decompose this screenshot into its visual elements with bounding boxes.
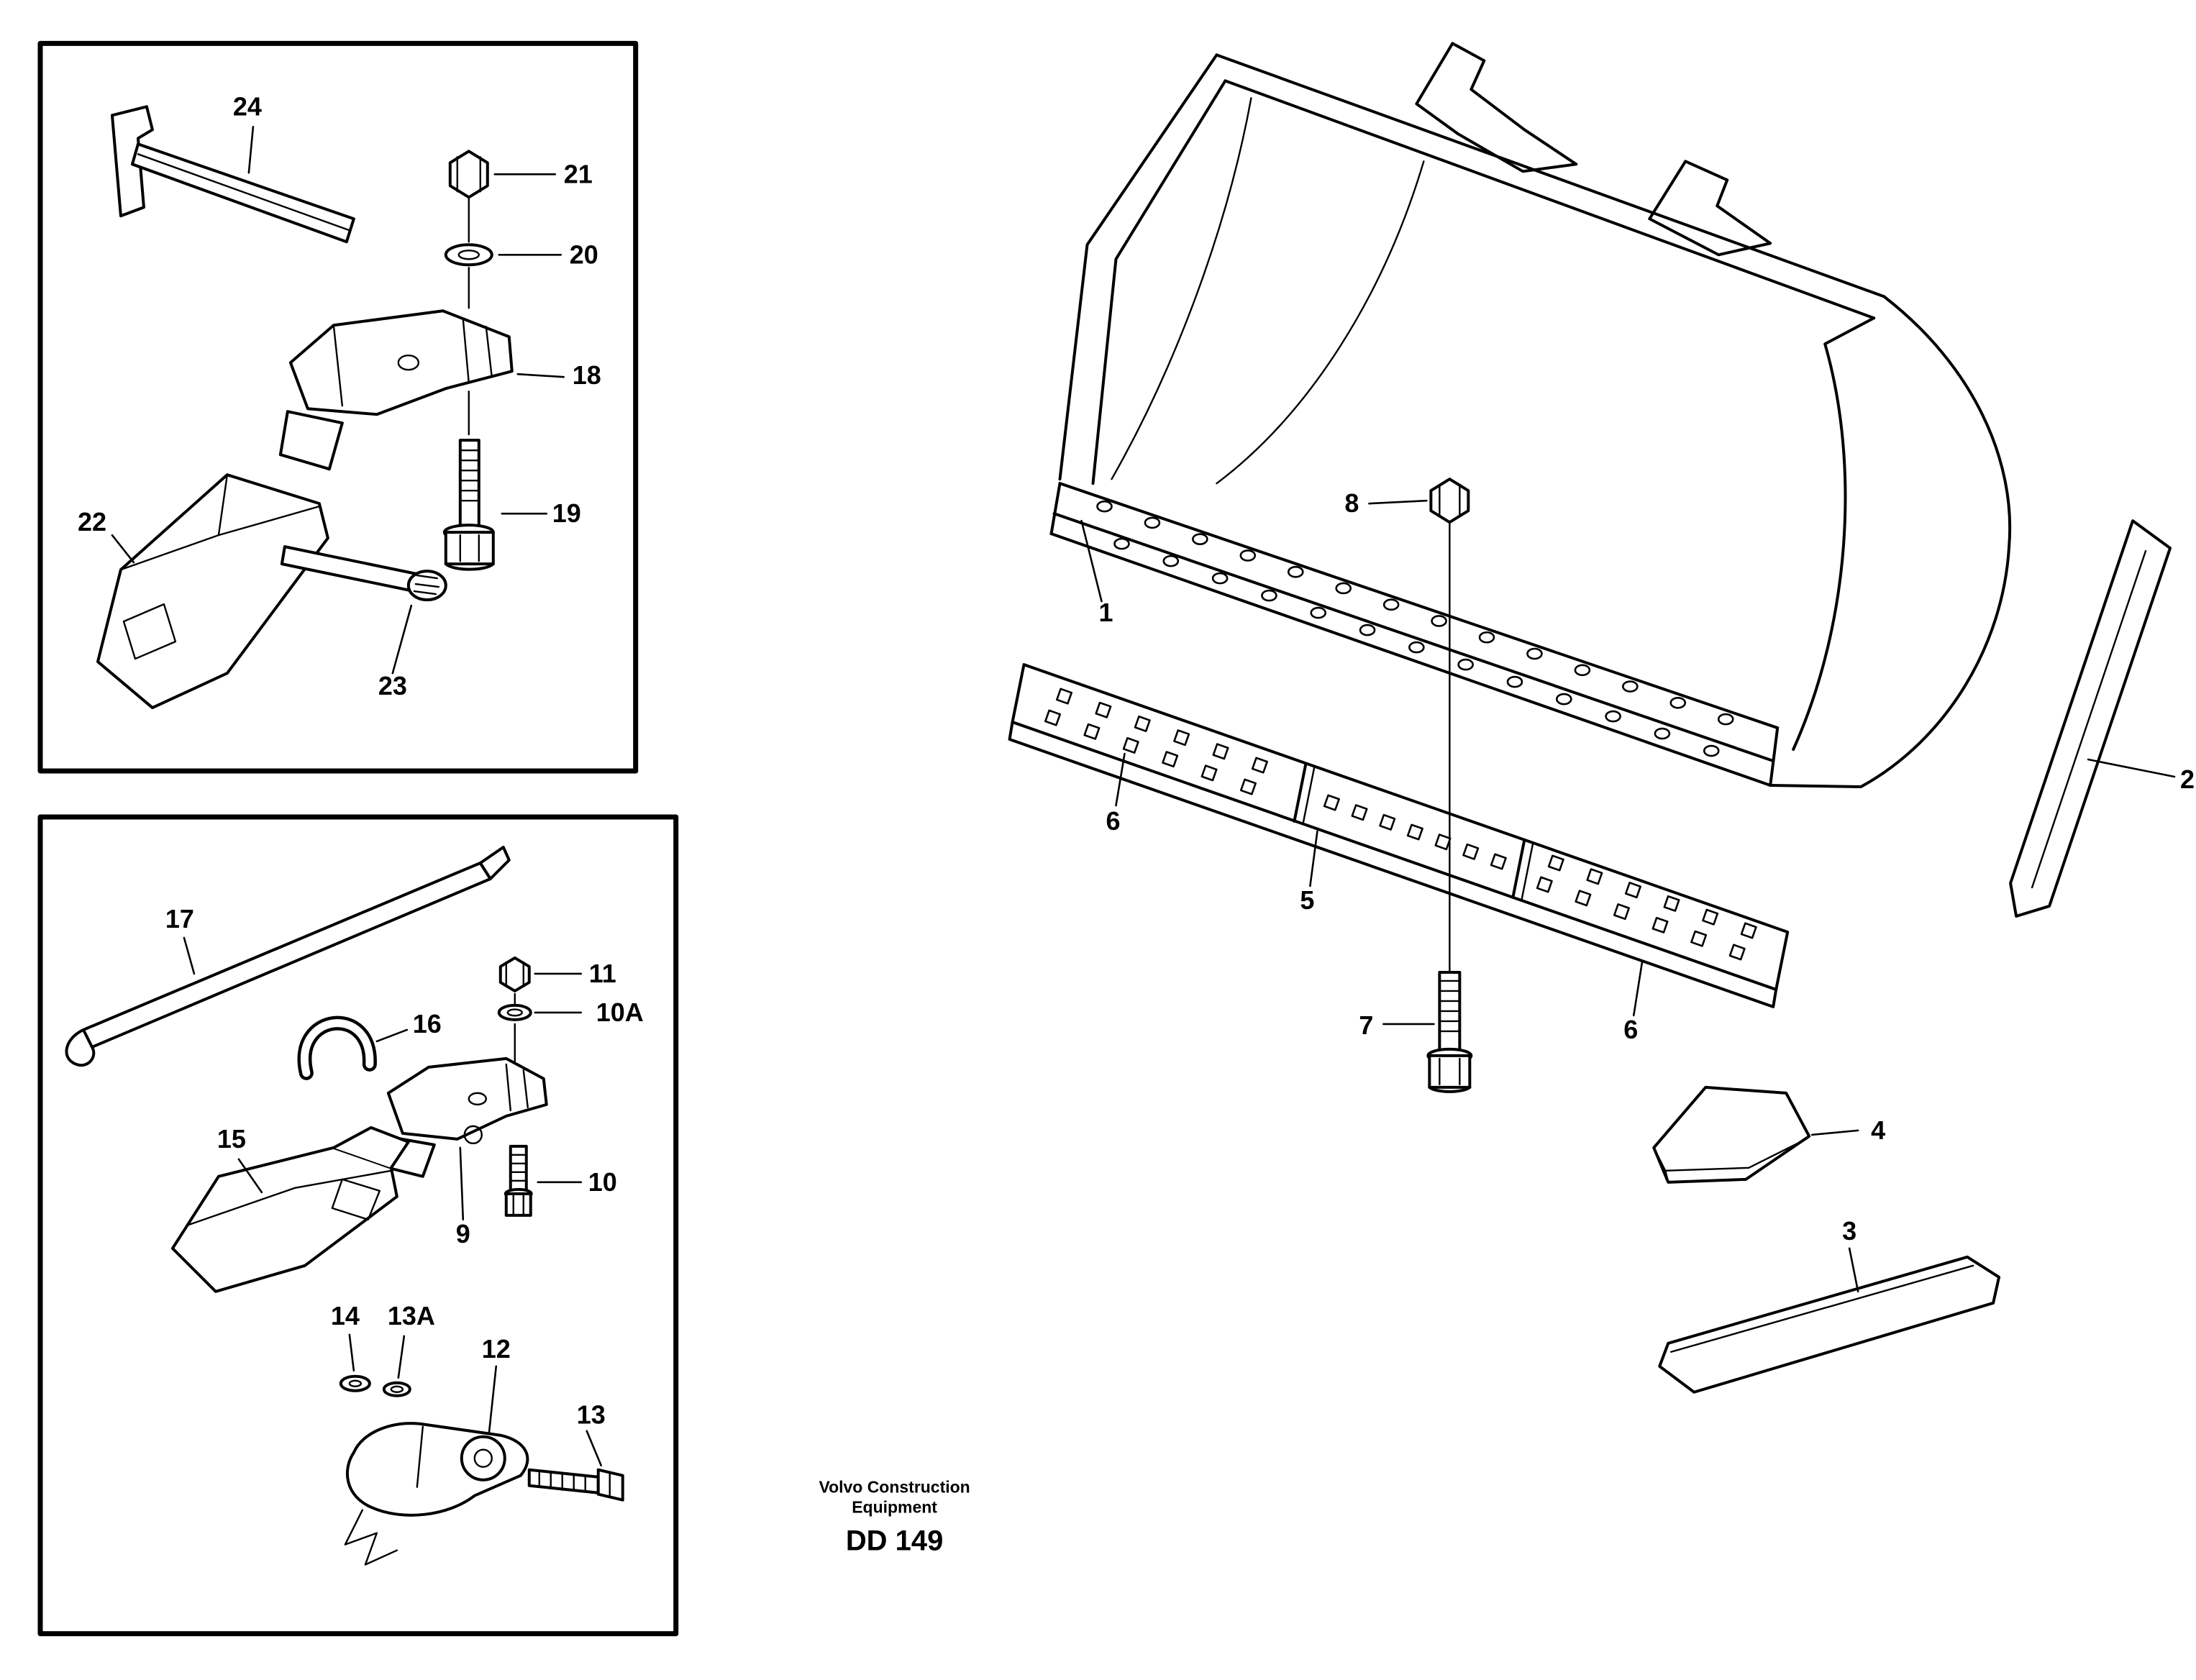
callout-2: 2 [2180,764,2195,794]
part-20-washer [444,198,493,309]
part-21-nut [448,150,489,199]
callout-20: 20 [570,239,598,269]
brand-line2: Equipment [852,1498,937,1517]
callout-11: 11 [589,959,616,988]
part-4-corner-shroud [1652,1085,1811,1184]
callout-5: 5 [1300,885,1314,915]
callout-22: 22 [78,507,106,537]
callout-15: 15 [217,1124,246,1154]
leader-lines [111,126,2176,1467]
inset-box-2-border [37,814,679,1637]
drawing-code: DD 149 [846,1525,944,1557]
part-8-nut [1429,478,1470,524]
cutting-edge-holes-row1 [1096,500,1734,726]
callout-10: 10 [588,1167,617,1197]
inset-box-2 [37,814,679,1637]
callout-10a: 10A [596,998,644,1027]
brand-line1: Volvo Construction [819,1478,970,1497]
inset-box-1-border [37,40,639,774]
callout-3: 3 [1842,1216,1856,1246]
bucket-assembly [1049,42,2012,789]
callout-16: 16 [413,1009,442,1038]
part-12-adapter [344,1422,529,1566]
title-block: Volvo Construction Equipment DD 149 [819,1478,970,1557]
part-13a-washer [382,1381,411,1397]
part-11-nut [498,956,531,992]
callout-labels: 1 2 3 4 5 6 6 7 8 9 10 10A 11 12 13 13A … [78,91,2195,1429]
part-2-side-edge [2009,519,2172,918]
part-14-washer [339,1374,371,1392]
callout-18: 18 [573,360,601,390]
callout-17: 17 [165,904,194,933]
part-22-tooth [96,473,329,710]
segment-right-holes-row2 [1536,876,1746,961]
callout-6-right: 6 [1623,1015,1638,1044]
callout-1: 1 [1098,598,1113,627]
callout-13: 13 [577,1400,606,1430]
segment-left-holes-row1 [1056,688,1268,774]
callout-23: 23 [378,671,407,700]
bucket-bracket-left [1415,42,1578,173]
part-13-bolt [527,1468,624,1502]
callout-12: 12 [482,1334,511,1364]
part-15-tooth [170,1126,410,1293]
callout-4: 4 [1871,1115,1885,1145]
callout-9: 9 [456,1219,470,1248]
part-23-pin [280,545,447,602]
segment-center-holes [1323,794,1507,870]
callout-8: 8 [1344,488,1359,518]
part-18-adapter [278,309,514,471]
part-19-bolt [442,391,495,571]
part-24-pry-tool [110,105,355,244]
part-7-bolt [1426,970,1473,1093]
inset-box-1 [37,40,639,774]
callout-6-left: 6 [1106,806,1120,836]
callout-7: 7 [1359,1010,1373,1040]
callout-19: 19 [552,498,581,528]
part-10a-washer [497,992,532,1063]
callout-14: 14 [331,1301,360,1330]
edge-segments [1008,663,1790,1008]
segment-left-holes-row2 [1044,709,1257,795]
part-16-clip [297,1015,377,1080]
cutting-edge-holes-row2 [1113,537,1720,757]
part-3-wear-strip [1658,1255,2001,1394]
bucket-bracket-right [1648,160,1772,257]
callout-13a: 13A [388,1301,435,1330]
part-17-pry-bar [65,845,511,1067]
segment-right-holes-row1 [1547,854,1757,939]
part-10-bolt [504,1144,533,1217]
callout-21: 21 [564,159,593,188]
callout-24: 24 [233,91,262,121]
